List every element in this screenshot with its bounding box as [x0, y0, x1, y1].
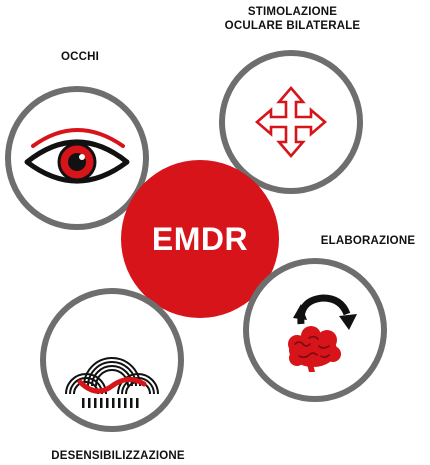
node-stimolazione — [219, 50, 363, 194]
label-stimolazione: STIMOLAZIONE OCULARE BILATERALE — [205, 5, 380, 33]
node-elaborazione — [243, 258, 387, 402]
brain-icon — [288, 326, 341, 372]
center-node: EMDR — [121, 160, 279, 318]
label-stimolazione-line1: STIMOLAZIONE — [247, 6, 338, 18]
eye-icon — [24, 128, 130, 184]
label-elaborazione: ELABORAZIONE — [320, 235, 416, 247]
label-desensibilizzazione: DESENSIBILIZZAZIONE — [51, 450, 185, 462]
node-occhi — [5, 86, 149, 230]
label-occhi: OCCHI — [60, 51, 100, 63]
center-label: EMDR — [151, 220, 249, 257]
arches-icon — [65, 357, 159, 408]
brain-cycle-icon — [288, 294, 357, 372]
label-stimolazione-line2: OCULARE BILATERALE — [224, 20, 361, 32]
node-desensibilizzazione — [40, 288, 184, 432]
four-arrows-icon — [255, 86, 327, 158]
